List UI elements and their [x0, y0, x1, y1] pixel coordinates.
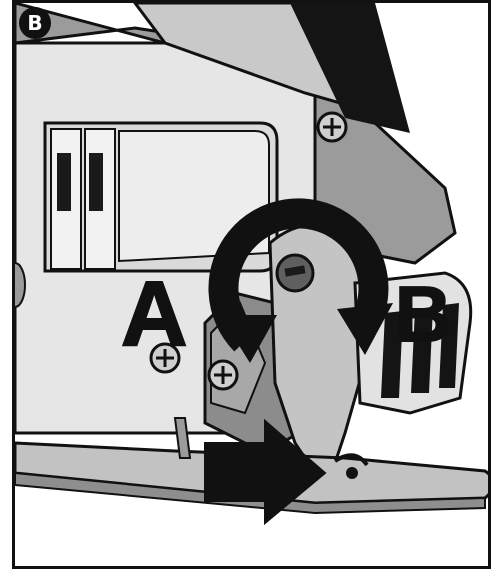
label-b: B [395, 270, 451, 358]
badge-label: B [27, 11, 42, 35]
motor-cover [15, 3, 457, 265]
phillips-screw-icon [316, 111, 348, 143]
figure-badge: B [19, 7, 51, 39]
label-a: A [121, 263, 187, 365]
phillips-screw-icon [149, 342, 181, 374]
figure-frame: A B B [12, 0, 491, 569]
phillips-screw-icon [207, 359, 239, 391]
rotate-arrow-icon [208, 198, 393, 363]
push-arrow-icon [204, 418, 327, 526]
jigsaw-illustration: A B B [15, 3, 488, 566]
